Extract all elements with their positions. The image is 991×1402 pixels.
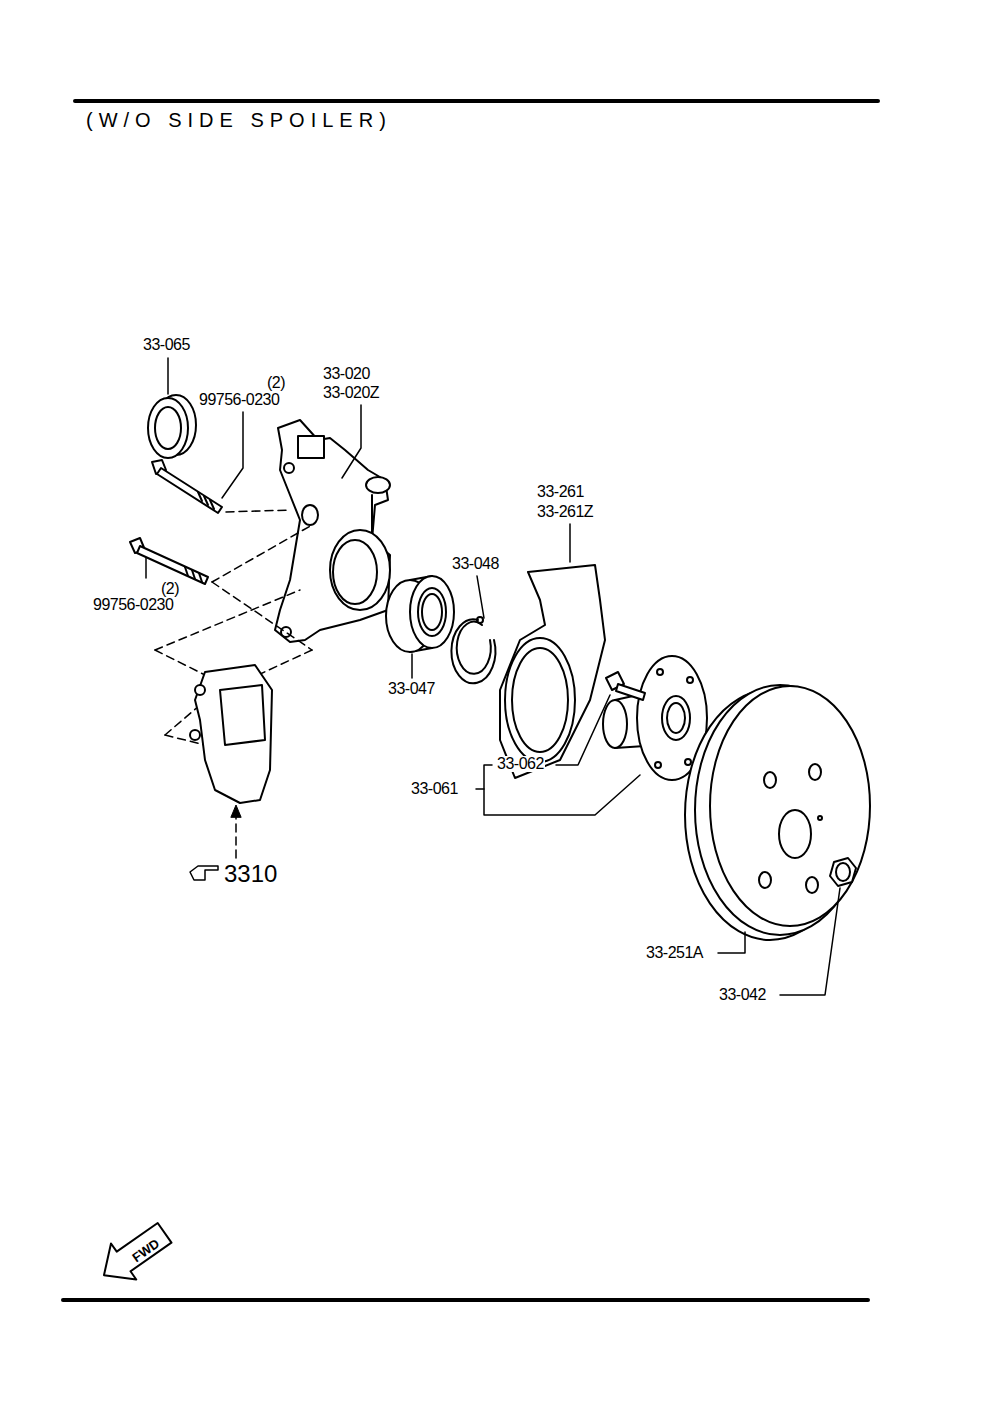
brake-caliper [190,665,272,803]
pointer-hand-icon [190,866,218,880]
wheel-bearing [386,576,454,652]
oil-seal [148,395,196,458]
callout-number: 99756-0230 [198,392,280,408]
callout-number: 33-065 [142,337,191,353]
forward-arrow [91,1215,177,1293]
callout-number: (2) [266,375,286,391]
callout-number: 33-251A [645,945,704,961]
dust-shield [500,565,605,778]
hub-nut [830,858,856,886]
assembly-line [155,510,312,858]
callout-number: 33-061 [410,781,459,797]
callout-number: 33-261Z [536,504,594,520]
diagram-title: (W/O SIDE SPOILER) [85,110,393,130]
callout-number: 99756-0230 [92,597,174,613]
callout-number: 33-042 [718,987,767,1003]
callout-number: 33-020 [322,366,371,382]
steering-knuckle [275,420,390,642]
callout-number: 33-062 [496,756,545,772]
wheel-hub [603,656,707,780]
callout-number: 33-048 [451,556,500,572]
bolt [130,538,208,584]
brake-rotor [685,685,870,940]
callout-number: 33-261 [536,484,585,500]
callout-number: 3310 [223,862,278,886]
leader-line [146,358,840,995]
callout-number: 33-047 [387,681,436,697]
bolt [152,460,222,513]
callout-number: 33-020Z [322,385,380,401]
callout-number: (2) [160,581,180,597]
snap-ring [451,617,495,683]
